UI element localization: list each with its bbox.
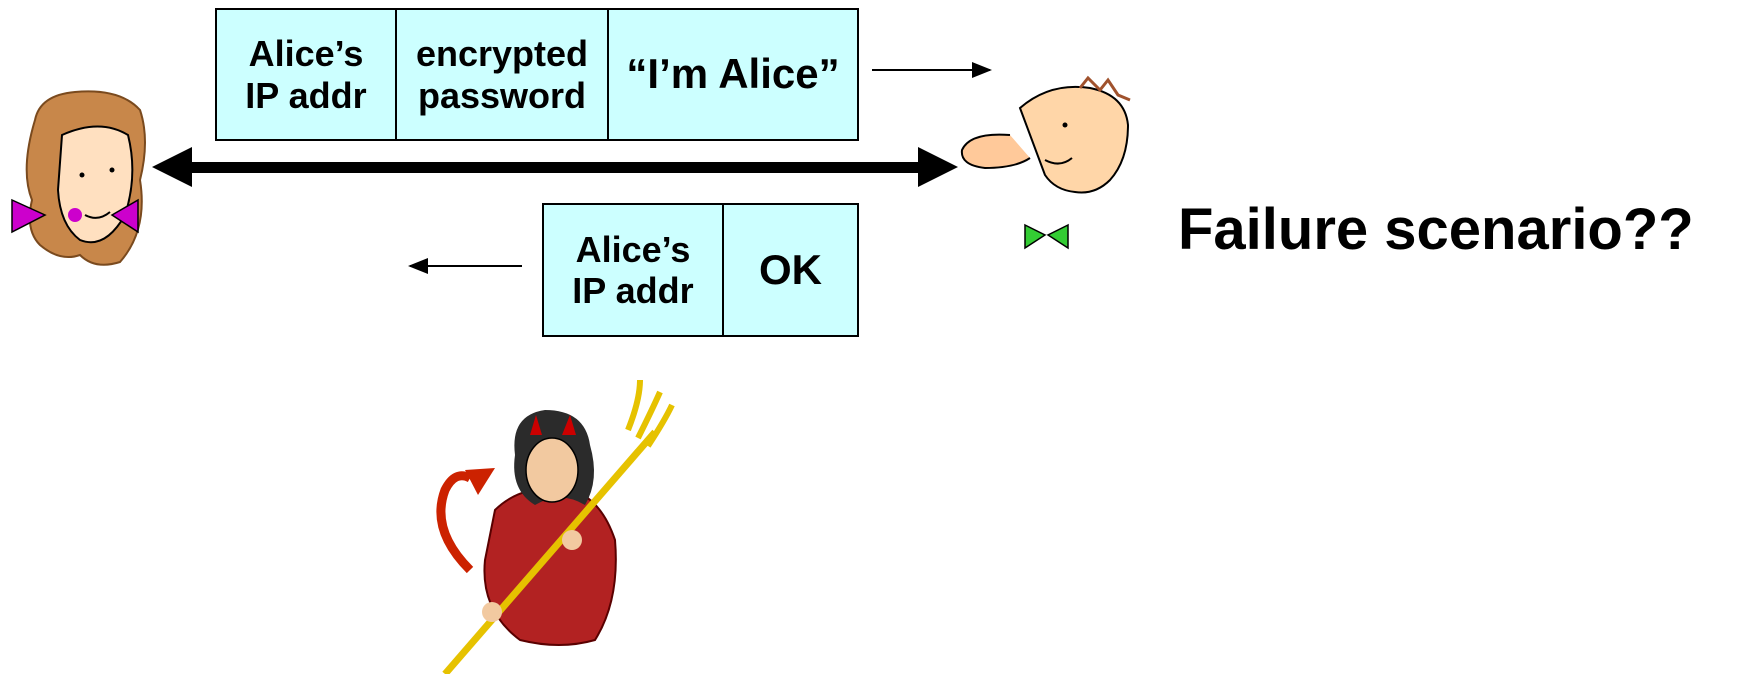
packet-top-message-cell: “I’m Alice” — [607, 10, 857, 139]
channel-double-arrow — [152, 147, 958, 187]
packet-top-ip-cell: Alice’s IP addr — [245, 33, 367, 116]
bob-icon — [960, 75, 1131, 250]
packet-bottom-ip-cell: Alice’s IP addr — [572, 228, 694, 311]
caption-text: Failure scenario?? — [1178, 197, 1694, 262]
trudy-icon — [436, 379, 675, 674]
packet-bottom: Alice’s IP addr OK — [542, 203, 859, 337]
packet-bottom-ok-cell: OK — [722, 205, 857, 335]
packet-top: Alice’s IP addr encrypted password “I’m … — [215, 8, 859, 141]
packet-top-password-cell: encrypted password — [395, 10, 607, 139]
alice-icon — [11, 90, 146, 266]
